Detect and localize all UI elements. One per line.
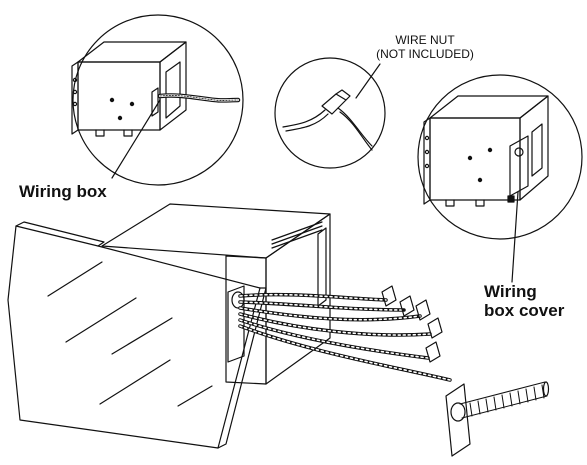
main-wiring-box-cover [445, 381, 550, 457]
label-wire-nut-line1: WIRE NUT [395, 33, 455, 47]
wiring-box-leader [111, 99, 161, 179]
detail-circle-wiring-box-cover [417, 74, 583, 240]
label-wiring-box-cover: Wiring box cover [484, 282, 564, 320]
wire-connectors [381, 285, 443, 363]
label-wiring-box-cover-line2: box cover [484, 301, 565, 320]
detail-circle-wiring-box [71, 14, 244, 186]
label-wire-nut: WIRE NUT (NOT INCLUDED) [360, 33, 490, 61]
detail-circle-wire-nut [274, 57, 386, 169]
label-wiring-box: Wiring box [19, 182, 107, 201]
wiring-box-cover-leader [511, 191, 519, 283]
label-wiring-box-cover-line1: Wiring [484, 282, 537, 301]
main-unit [7, 203, 331, 449]
label-wire-nut-line2: (NOT INCLUDED) [376, 47, 474, 61]
